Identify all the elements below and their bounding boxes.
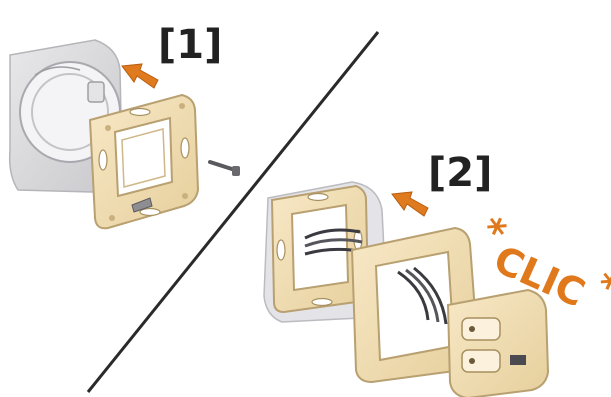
arrow-icon bbox=[121, 63, 159, 89]
step-1-label: [1] bbox=[158, 22, 222, 68]
step-2-label: [2] bbox=[428, 150, 492, 196]
clic-star-right: * bbox=[590, 263, 611, 311]
cover-frame bbox=[350, 226, 480, 384]
screw-icon bbox=[131, 160, 240, 213]
switch-module bbox=[446, 288, 550, 397]
step-divider bbox=[86, 31, 380, 393]
mounting-frame-step2 bbox=[270, 184, 370, 314]
mounting-frame-step1 bbox=[88, 93, 200, 230]
arrow-icon-step2 bbox=[391, 191, 429, 217]
